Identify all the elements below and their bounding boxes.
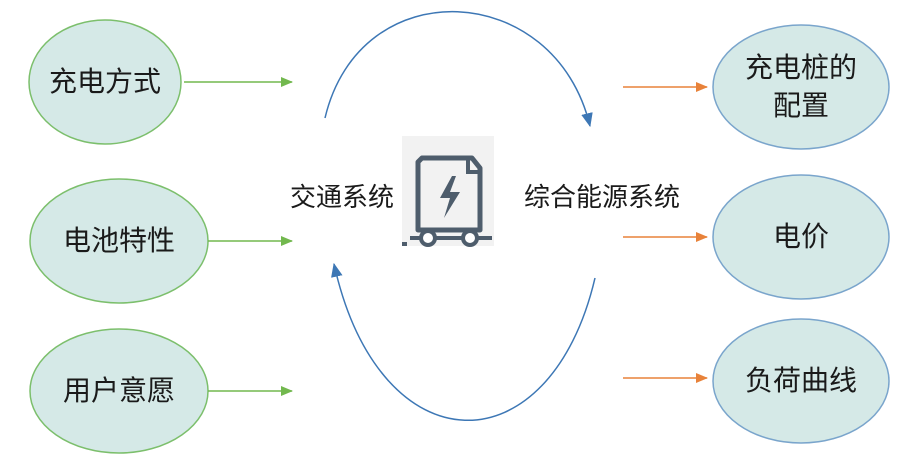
right-node-shape — [712, 318, 890, 444]
right-node-shape — [712, 24, 890, 150]
integrated-energy-system-label: 综合能源系统 — [523, 183, 680, 213]
top-arc-arrow — [324, 10, 593, 128]
left-node-label: 电池特性 — [62, 224, 175, 257]
right-node-label: 负荷曲线 — [744, 364, 857, 397]
right-node-label: 充电桩的 配置 — [744, 51, 857, 122]
right-node-shape — [712, 174, 890, 300]
left-node-shape — [28, 19, 182, 145]
bottom-arc-arrow — [331, 262, 596, 421]
right-node-label: 电价 — [772, 220, 829, 253]
left-node-label: 用户意愿 — [62, 374, 175, 407]
charging-station-icon — [402, 136, 494, 247]
left-node-label: 充电方式 — [48, 65, 161, 98]
traffic-system-label: 交通系统 — [289, 183, 394, 213]
